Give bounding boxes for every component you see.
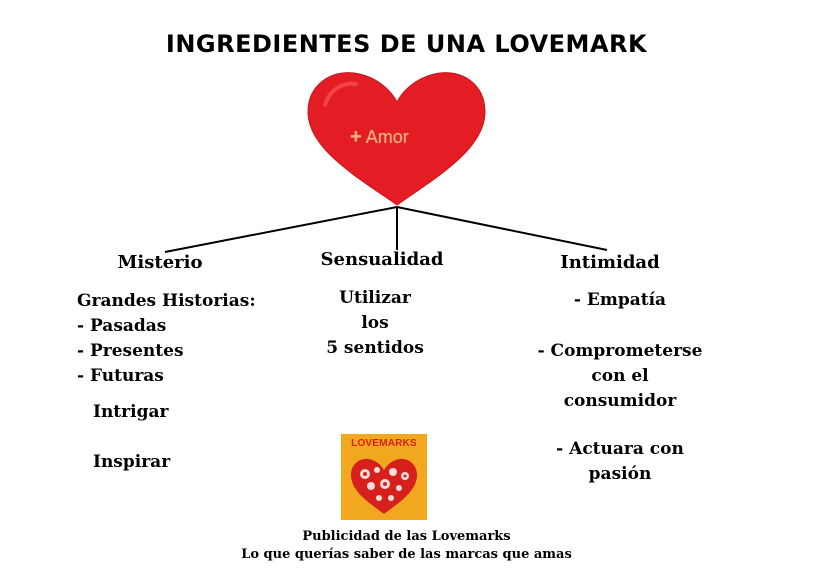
misterio-intrigar: Intrigar [93, 402, 169, 422]
intimidad-line: - Actuara con [556, 439, 684, 459]
heart-shape [307, 72, 486, 206]
misterio-inspirar: Inspirar [93, 452, 171, 472]
heart-label: +Amor [350, 126, 450, 149]
heart-label-text: Amor [365, 127, 409, 147]
heart-highlight [323, 81, 358, 107]
sensualidad-line: los [361, 313, 389, 333]
sensualidad-text: Utilizar los 5 sentidos [300, 286, 450, 361]
sensualidad-line: Utilizar [339, 288, 411, 308]
intimidad-actuar: - Actuara con pasión [515, 437, 725, 487]
lovemarks-logo-text: LOVEMARKS [351, 438, 417, 449]
intimidad-line: con el [591, 366, 649, 386]
misterio-list-item: - Presentes [77, 341, 184, 361]
connector-misterio [164, 206, 398, 253]
footer-line-1: Publicidad de las Lovemarks [302, 529, 511, 544]
lovemarks-logo: LOVEMARKS [341, 434, 427, 520]
connector-intimidad [396, 206, 608, 251]
branch-sensualidad-label: Sensualidad [320, 249, 444, 270]
sensualidad-line: 5 sentidos [326, 338, 424, 358]
branch-misterio-label: Misterio [117, 252, 203, 273]
misterio-list: Grandes Historias: - Pasadas - Presentes… [77, 289, 256, 389]
intimidad-line: pasión [588, 464, 652, 484]
branch-intimidad-label: Intimidad [560, 252, 660, 273]
misterio-list-item: - Pasadas [77, 316, 167, 336]
footer-line-2: Lo que querías saber de las marcas que a… [241, 547, 572, 562]
misterio-list-item: - Futuras [77, 366, 164, 386]
logo-heart-icon [351, 458, 417, 514]
misterio-list-title: Grandes Historias: [77, 291, 256, 311]
intimidad-empatia: - Empatía [573, 290, 667, 310]
intimidad-line: - Comprometerse [537, 341, 703, 361]
intimidad-line: consumidor [563, 391, 677, 411]
diagram-title: INGREDIENTES DE UNA LOVEMARK [165, 30, 648, 58]
plus-icon: + [350, 126, 362, 148]
intimidad-comprometerse: - Comprometerse con el consumidor [505, 339, 735, 414]
